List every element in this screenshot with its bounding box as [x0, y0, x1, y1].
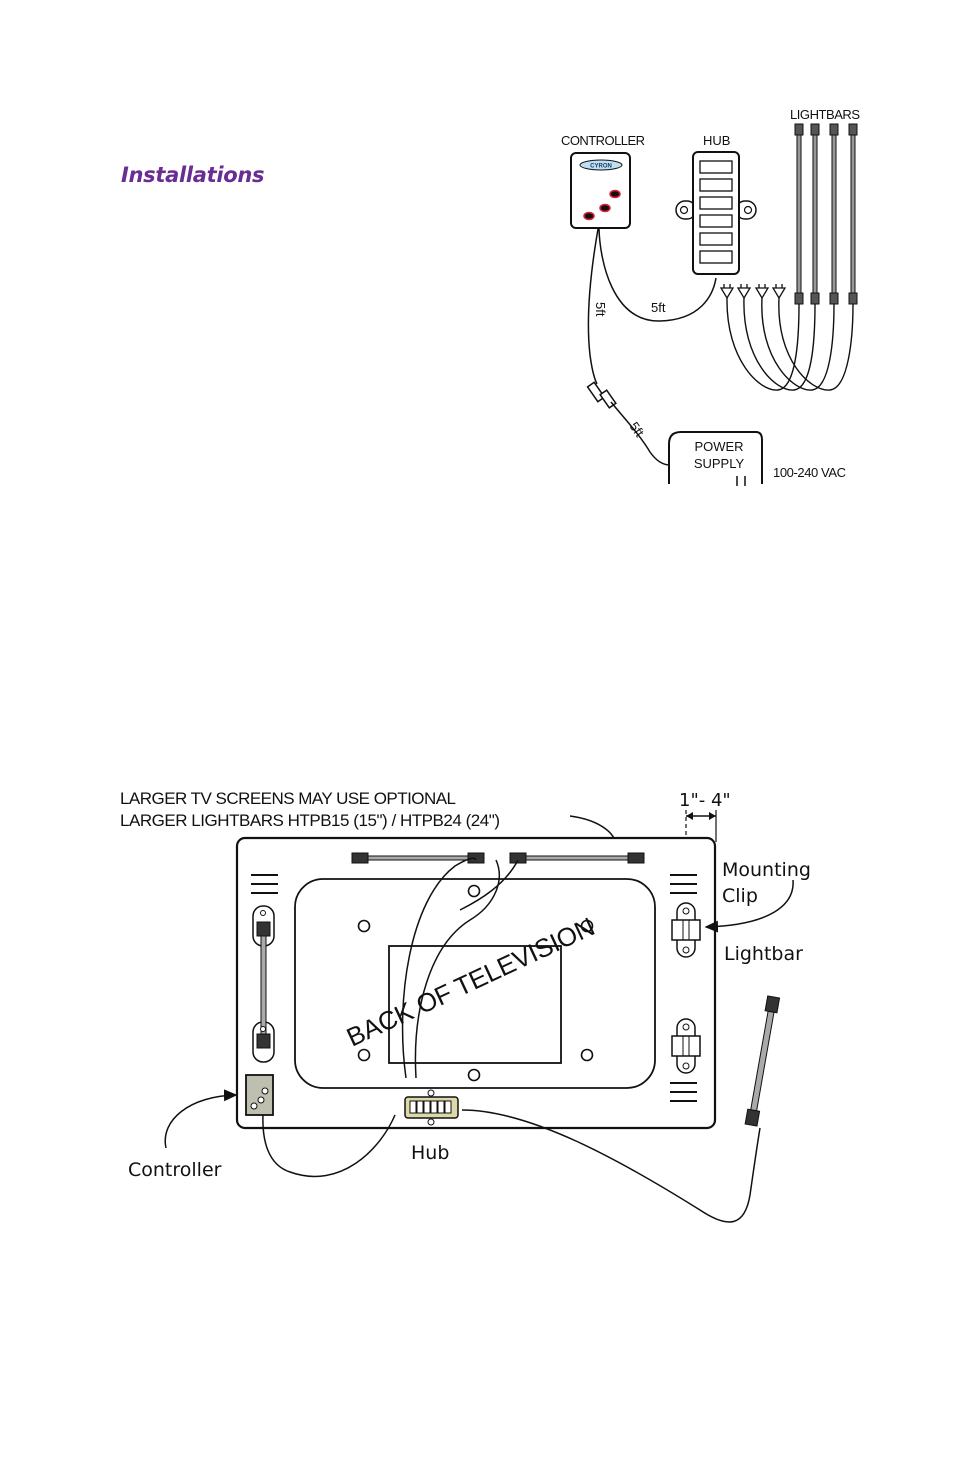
controller-label-tv: Controller — [128, 1159, 222, 1181]
lightbar-plugs — [719, 284, 787, 300]
page-heading: Installations — [121, 163, 265, 187]
spacing-dimension: 1"- 4" — [679, 790, 731, 811]
lightbar-4 — [848, 123, 858, 305]
power-supply: POWER SUPPLY — [668, 431, 763, 486]
mounting-clip-lower — [671, 1018, 701, 1074]
lightbar-2 — [810, 123, 820, 305]
logo-text: CYRON — [590, 164, 612, 170]
hub-label: HUB — [703, 133, 730, 148]
voltage-label: 100-240 VAC — [773, 465, 846, 480]
hub-unit — [675, 151, 757, 275]
top-lightbars — [351, 852, 645, 864]
cable-length-hub: 5ft — [651, 300, 666, 315]
loose-lightbar — [744, 995, 781, 1127]
controller-button-3 — [583, 211, 595, 221]
optional-lightbars-note-1: LARGER TV SCREENS MAY USE OPTIONAL — [120, 789, 456, 808]
cyron-logo: CYRON — [579, 159, 623, 171]
hub-on-tv — [404, 1089, 459, 1126]
lightbars-label: LIGHTBARS — [790, 107, 860, 122]
controller-button-2 — [599, 203, 611, 213]
cable-length-down: 5ft — [593, 302, 608, 317]
wiring-diagram: CONTROLLER HUB LIGHTBARS CYRON 5ft 5ft — [561, 107, 860, 486]
left-lightbar — [252, 905, 275, 1063]
controller-button-1 — [609, 189, 621, 199]
power-supply-label-2: SUPPLY — [694, 456, 745, 471]
optional-lightbars-note-2: LARGER LIGHTBARS HTPB15 (15") / HTPB24 (… — [120, 811, 500, 830]
controller-on-tv — [245, 1074, 274, 1116]
mounting-holes — [357, 884, 594, 1082]
vent-lines — [251, 874, 697, 1102]
mounting-clip-label-2: Clip — [722, 885, 758, 907]
lightbar-label: Lightbar — [724, 943, 803, 965]
hub-label-tv: Hub — [411, 1142, 449, 1164]
controller-unit: CYRON — [570, 152, 631, 229]
power-supply-label-1: POWER — [694, 439, 743, 454]
mounting-clip — [671, 902, 701, 958]
controller-label: CONTROLLER — [561, 133, 645, 148]
hub-ports — [699, 160, 733, 264]
mounting-clip-label-1: Mounting — [722, 859, 811, 881]
